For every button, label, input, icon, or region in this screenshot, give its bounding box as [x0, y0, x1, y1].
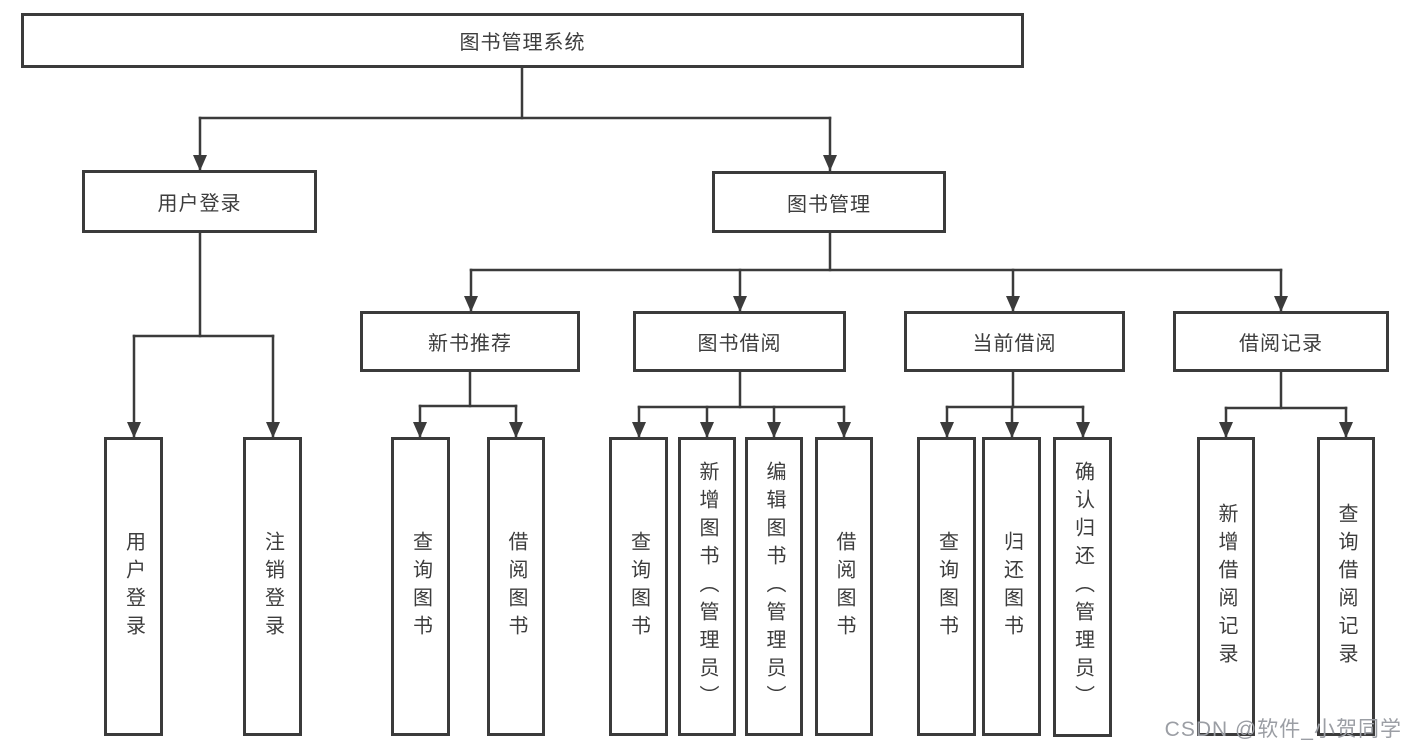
- node-book-borrow: 图书借阅: [633, 311, 846, 372]
- leaf-edit-books-admin: 编辑图书（管理员）: [745, 437, 803, 736]
- node-book-management: 图书管理: [712, 171, 946, 233]
- leaf-label: 查询图书: [627, 530, 650, 643]
- leaf-label: 确认归还（管理员）: [1071, 461, 1094, 713]
- leaf-label: 查询图书: [935, 530, 958, 643]
- leaf-query-books-recommend: 查询图书: [391, 437, 450, 736]
- node-new-book-recommend: 新书推荐: [360, 311, 580, 372]
- leaf-logout: 注销登录: [243, 437, 302, 736]
- leaf-query-borrow-record: 查询借阅记录: [1317, 437, 1375, 736]
- node-borrow-records: 借阅记录: [1173, 311, 1389, 372]
- leaf-label: 编辑图书（管理员）: [763, 460, 785, 713]
- leaf-label: 归还图书: [1000, 530, 1023, 643]
- leaf-label: 借阅图书: [505, 530, 527, 643]
- leaf-label: 用户登录: [122, 530, 145, 643]
- leaf-label: 借阅图书: [833, 530, 855, 643]
- leaf-query-books-borrow: 查询图书: [609, 437, 668, 736]
- leaf-add-books-admin: 新增图书（管理员）: [678, 437, 736, 736]
- leaf-label: 新增借阅记录: [1215, 502, 1237, 671]
- leaf-return-books: 归还图书: [982, 437, 1041, 736]
- node-library-management-system: 图书管理系统: [21, 13, 1024, 68]
- leaf-label: 查询图书: [409, 530, 432, 643]
- node-user-login: 用户登录: [82, 170, 317, 233]
- leaf-borrow-books: 借阅图书: [815, 437, 873, 736]
- leaf-label: 查询借阅记录: [1335, 502, 1357, 671]
- leaf-label: 注销登录: [261, 530, 284, 643]
- watermark: CSDN @软件_小贺同学: [1164, 718, 1402, 741]
- node-current-borrow: 当前借阅: [904, 311, 1125, 372]
- leaf-user-login: 用户登录: [104, 437, 163, 736]
- leaf-borrow-books-recommend: 借阅图书: [487, 437, 545, 736]
- leaf-confirm-return-admin: 确认归还（管理员）: [1053, 437, 1112, 737]
- leaf-label: 新增图书（管理员）: [696, 460, 718, 713]
- leaf-add-borrow-record: 新增借阅记录: [1197, 437, 1255, 736]
- leaf-query-books-current: 查询图书: [917, 437, 976, 736]
